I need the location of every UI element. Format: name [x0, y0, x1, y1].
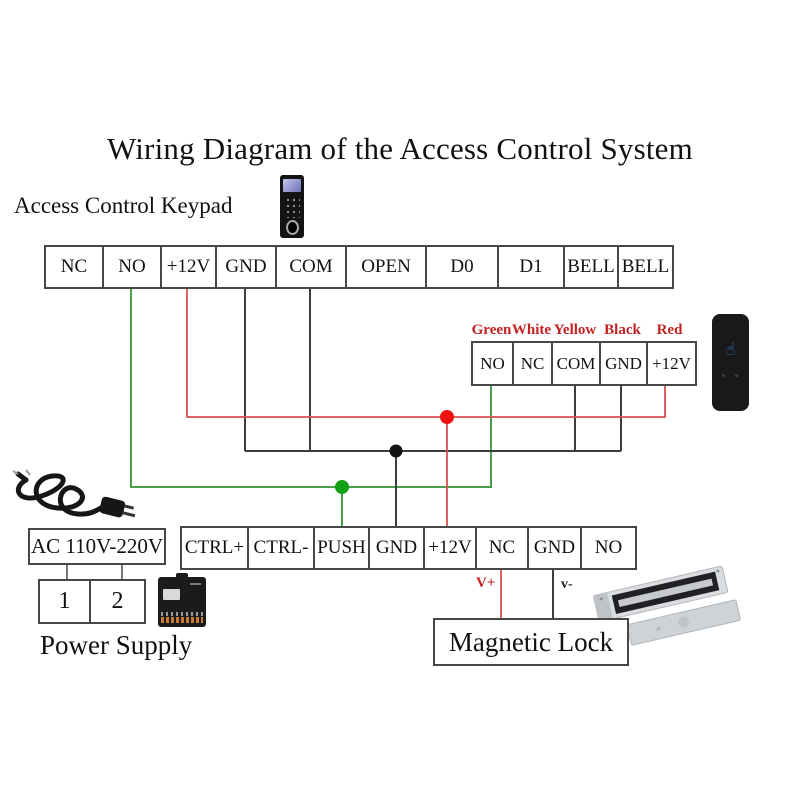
magnetic-lock-label: Magnetic Lock [448, 626, 614, 657]
power-supply-caption: Power Supply [40, 630, 193, 660]
wire-color-label: Red [656, 321, 683, 338]
power-input-terminal: 1 [40, 581, 91, 622]
keypad-terminal: COM [277, 247, 347, 287]
keypad-screen-icon [283, 179, 301, 192]
page-title: Wiring Diagram of the Access Control Sys… [107, 131, 693, 166]
junction-dot-green [335, 480, 349, 494]
psu-terminal-row-icon [161, 612, 203, 616]
junction-dot-black [389, 444, 403, 458]
keypad-terminal: +12V [162, 247, 217, 287]
wire-color-label: Black [604, 321, 641, 338]
exit-button-terminal: GND [601, 343, 648, 384]
exit-button-terminal: COM [553, 343, 601, 384]
ac-voltage-label: AC 110V-220V [30, 534, 164, 558]
keypad-terminal: NO [104, 247, 162, 287]
controller-terminal: NC [477, 528, 529, 568]
psu-label-sticker [163, 589, 180, 600]
exit-button-terminal: NO [473, 343, 514, 384]
wire-color-label: Yellow [553, 321, 597, 338]
exit-button-terminal: +12V [652, 353, 691, 373]
fingerprint-icon [286, 220, 299, 235]
keypad-terminal: D1 [499, 247, 565, 287]
keypad-terminal: OPEN [347, 247, 427, 287]
controller-terminal: CTRL+ [182, 528, 249, 568]
keypad-icon [280, 175, 304, 238]
exit-button-icon: ☝ [712, 314, 749, 411]
keypad-terminal: BELL [565, 247, 619, 287]
keypad-terminal: GND [217, 247, 277, 287]
green-wires [130, 284, 492, 528]
exit-button-dot [735, 374, 738, 377]
wire-color-label: Green [471, 321, 512, 338]
psu-vent-icon [190, 583, 201, 585]
lock-vminus-label: v- [561, 577, 573, 592]
controller-terminal: NO [594, 537, 623, 558]
controller-terminal: GND [370, 528, 425, 568]
exit-button-terminal: NC [514, 343, 553, 384]
touch-hand-icon: ☝ [725, 340, 736, 360]
ac-voltage-box: AC 110V-220V [28, 528, 166, 565]
controller-terminal: +12V [425, 528, 477, 568]
power-input-terminal: 2 [111, 588, 124, 614]
psu-terminals-icon [161, 617, 203, 623]
junction-dot-red [440, 410, 454, 424]
lock-vplus-label: V+ [476, 575, 496, 591]
keypad-terminal: D0 [427, 247, 499, 287]
keypad-terminal: NC [46, 247, 104, 287]
keypad-terminal: BELL [621, 256, 670, 277]
keypad-caption: Access Control Keypad [14, 193, 233, 218]
power-cord-icon [12, 469, 136, 518]
controller-terminal: GND [529, 528, 582, 568]
power-supply-unit-icon [158, 573, 206, 627]
wire-color-label: White [511, 321, 552, 338]
exit-button-dot [722, 374, 725, 377]
controller-terminal: PUSH [315, 528, 370, 568]
magnetic-lock-box: Magnetic Lock [433, 618, 629, 666]
controller-terminal: CTRL- [249, 528, 315, 568]
keypad-keys-icon [284, 196, 300, 218]
